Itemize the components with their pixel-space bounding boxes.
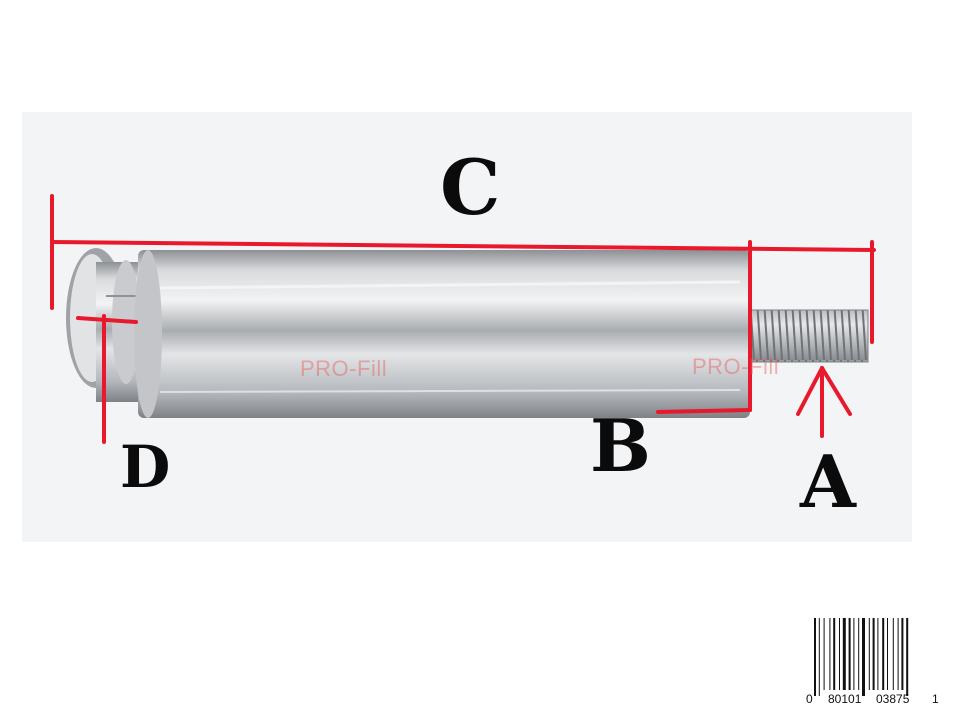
barcode-group-1: 80101 xyxy=(828,692,862,706)
barcode-bar xyxy=(823,618,825,690)
watermark: PRO-Fill xyxy=(300,356,388,381)
barcode-bar xyxy=(829,618,831,690)
barcode-bar xyxy=(833,618,836,690)
barcode-bar xyxy=(892,618,894,690)
barcode-bar xyxy=(882,618,885,690)
dimension-label-a: A xyxy=(800,439,856,524)
threaded-stud xyxy=(749,309,869,363)
dimension-label-d: D xyxy=(120,433,171,501)
dim-d-horizontal xyxy=(76,316,138,324)
dimension-label-c: C xyxy=(440,143,501,232)
barcode-bars xyxy=(814,618,909,696)
barcode-bar xyxy=(906,618,909,696)
barcode-bar xyxy=(872,618,875,690)
barcode: 0 80101 03875 1 xyxy=(806,616,940,710)
barcode-check-digit: 1 xyxy=(932,692,939,706)
barcode-bar xyxy=(868,618,870,690)
dimension-lines xyxy=(50,194,876,444)
barcode-bar xyxy=(814,618,816,696)
dim-b-horizontal xyxy=(656,408,752,414)
barcode-bar xyxy=(877,618,879,690)
barcode-bar xyxy=(839,618,840,690)
barcode-bar xyxy=(853,618,855,690)
barcode-bar xyxy=(818,618,820,696)
barcode-bar xyxy=(848,618,851,690)
barcode-bar xyxy=(901,618,904,690)
watermark: PRO-Fill xyxy=(692,354,780,379)
barcode-lead-digit: 0 xyxy=(806,692,813,706)
barcode-bar xyxy=(842,618,846,690)
barcode-group-2: 03875 xyxy=(876,692,910,706)
dim-a-arrow-head-right xyxy=(820,366,852,416)
barcode-bar xyxy=(887,618,888,690)
barcode-digits: 0 80101 03875 1 xyxy=(806,692,940,708)
barcode-bar xyxy=(897,618,899,690)
barrel xyxy=(134,250,750,418)
dim-a-arrow-head-left xyxy=(796,366,824,416)
barcode-bar xyxy=(858,618,860,690)
dimension-label-b: B xyxy=(590,403,651,488)
dim-c-line xyxy=(50,240,876,252)
barcode-bar xyxy=(862,618,865,696)
